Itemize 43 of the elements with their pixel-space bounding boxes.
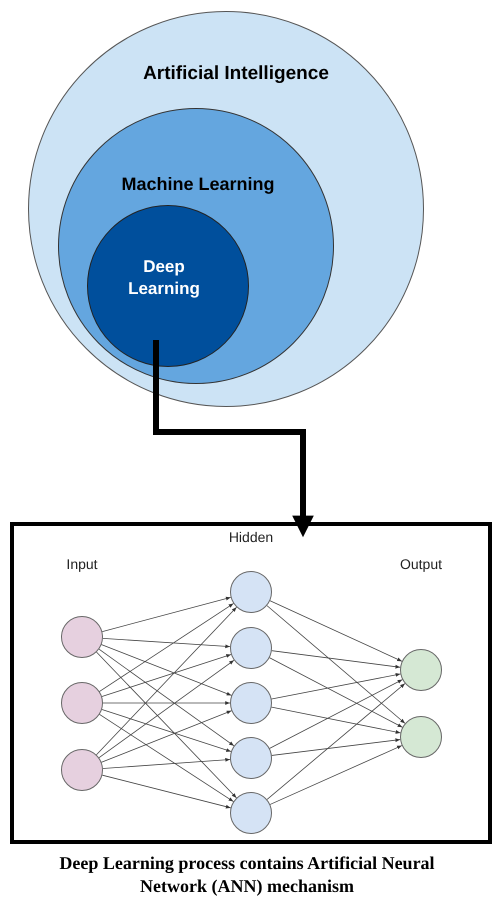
connection-arrow — [99, 714, 234, 802]
connection-arrow — [101, 644, 232, 696]
connection-arrow — [102, 638, 230, 648]
connection-arrow — [101, 710, 232, 763]
layer-label: Input — [66, 555, 98, 574]
connection-arrow — [102, 758, 230, 769]
connection-arrow — [270, 600, 402, 662]
hidden-neuron — [230, 682, 272, 724]
connection-arrow — [96, 652, 237, 798]
connection-arrow — [269, 679, 403, 749]
output-neuron — [400, 649, 442, 691]
connection-arrow — [271, 673, 401, 700]
network-panel — [10, 522, 492, 844]
connection-arrow — [266, 605, 406, 724]
connection-arrow — [271, 650, 401, 669]
connection-arrow — [270, 745, 402, 805]
input-neuron — [61, 749, 103, 791]
connection-arrow — [98, 648, 234, 746]
connection-arrow — [98, 660, 234, 758]
connection-arrow — [102, 774, 232, 808]
connection-arrow — [102, 654, 232, 697]
hidden-neuron — [230, 737, 272, 779]
layer-label: Output — [400, 555, 442, 574]
connection-arrow — [102, 709, 232, 752]
connection-arrow — [102, 596, 232, 632]
caption: Deep Learning process contains Artificial Neural Network (ANN) mechanism — [58, 852, 436, 898]
input-neuron — [61, 616, 103, 658]
connection-arrow — [102, 701, 230, 705]
connection-arrow — [271, 738, 401, 756]
circle-label: Machine Learning — [120, 173, 276, 196]
connection-arrow — [269, 657, 403, 728]
connection-arrow — [96, 606, 237, 756]
connection-arrow — [271, 706, 401, 734]
hidden-neuron — [230, 571, 272, 613]
circle-label: Deep Learning — [127, 256, 201, 300]
hidden-neuron — [230, 627, 272, 669]
connection-arrow — [266, 683, 406, 800]
input-neuron — [61, 682, 103, 724]
circle-label: Artificial Intelligence — [142, 62, 330, 86]
layer-label: Hidden — [228, 528, 274, 547]
connection-arrow — [99, 603, 234, 692]
hidden-neuron — [230, 792, 272, 834]
output-neuron — [400, 716, 442, 758]
